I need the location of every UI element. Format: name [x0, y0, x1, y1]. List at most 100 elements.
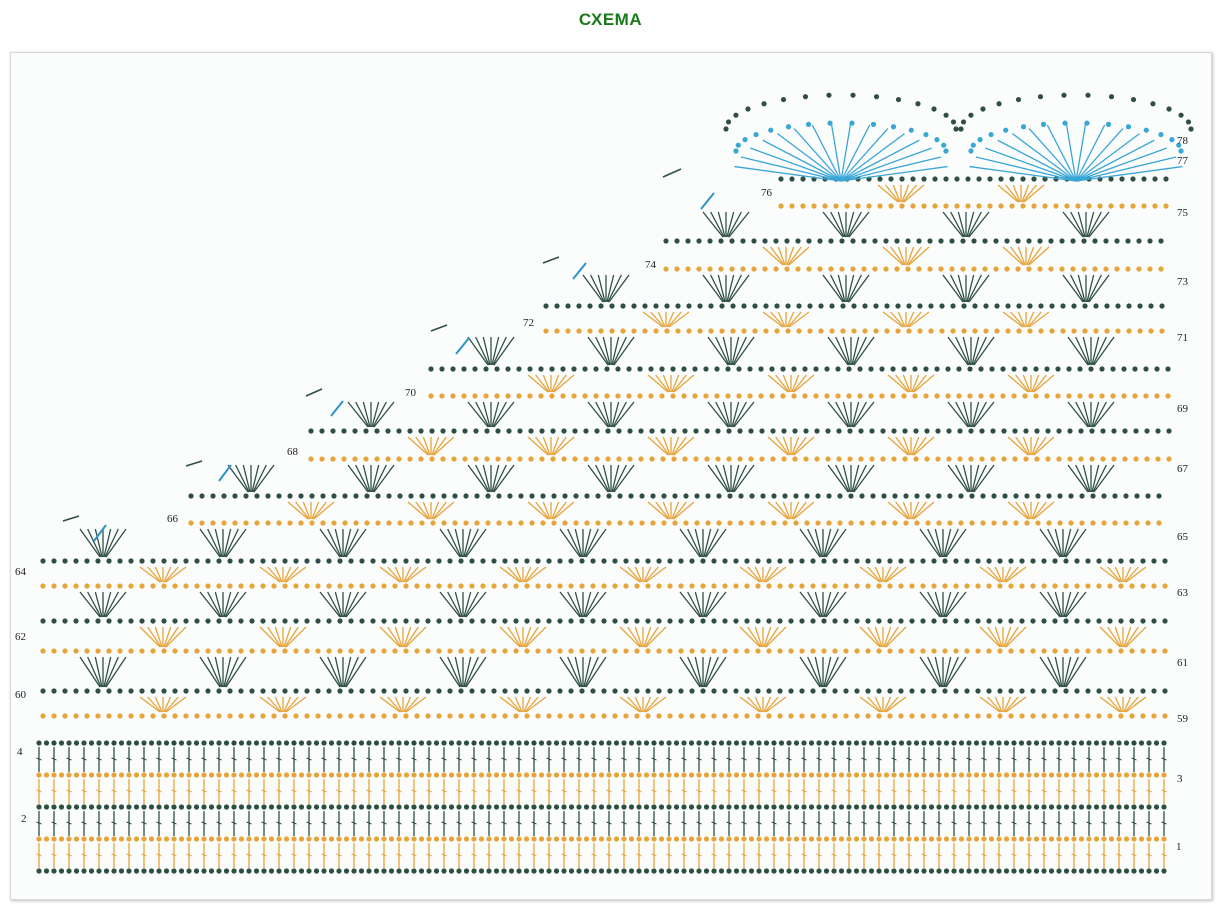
row-number-label: 65 [1177, 531, 1188, 543]
orange-fan-stitch [739, 696, 761, 713]
dark-fan-stitch [799, 656, 821, 688]
row-number-label: 4 [17, 746, 23, 758]
dark-fan-stitch [79, 656, 101, 688]
dark-fan-stitch [799, 528, 821, 558]
dark-fan-stitch [199, 656, 221, 688]
direction-arrow-icon [700, 192, 715, 210]
orange-fan-stitch [527, 501, 549, 520]
dark-fan-stitch [467, 401, 489, 428]
dark-fan-stitch [1062, 211, 1084, 238]
dark-fan-stitch [587, 401, 609, 428]
dark-fan-stitch [1039, 591, 1061, 618]
dark-fan-stitch [319, 528, 341, 558]
dark-fan-stitch [439, 528, 461, 558]
orange-fan-stitch [527, 436, 549, 456]
dark-fan-stitch [702, 211, 724, 238]
orange-fan-stitch [499, 626, 521, 648]
dark-fan-stitch [559, 591, 581, 618]
dark-fan-stitch [947, 401, 969, 428]
dark-fan-stitch [947, 336, 969, 366]
direction-arrow-icon [185, 460, 203, 467]
row-number-label: 76 [761, 187, 772, 199]
orange-fan-stitch [882, 246, 904, 266]
dark-fan-stitch [1039, 528, 1061, 558]
dark-fan-stitch [79, 591, 101, 618]
direction-arrow-icon [572, 262, 587, 280]
orange-fan-stitch [1002, 246, 1024, 266]
dark-fan-stitch [439, 591, 461, 618]
direction-arrow-icon [455, 337, 470, 355]
orange-fan-stitch [259, 566, 281, 583]
dark-fan-stitch [827, 401, 849, 428]
page-title: СХЕМА [578, 10, 643, 29]
orange-fan-stitch [1007, 501, 1029, 520]
row-number-label: 66 [167, 513, 178, 525]
row-number-label: 72 [523, 317, 534, 329]
orange-fan-stitch [1002, 311, 1024, 328]
orange-fan-stitch [139, 566, 161, 583]
dark-fan-stitch [467, 336, 489, 366]
orange-fan-stitch [619, 626, 641, 648]
orange-fan-stitch [499, 566, 521, 583]
row-number-label: 69 [1177, 403, 1188, 415]
orange-fan-stitch [767, 436, 789, 456]
orange-fan-stitch [887, 501, 909, 520]
row-number-label: 3 [1177, 773, 1183, 785]
row-number-label: 61 [1177, 657, 1188, 669]
direction-arrow-icon [330, 400, 344, 417]
dark-fan-stitch [919, 591, 941, 618]
row-number-label: 63 [1177, 587, 1188, 599]
orange-fan-stitch [859, 696, 881, 713]
orange-fan-stitch [767, 501, 789, 520]
orange-fan-stitch [887, 374, 909, 393]
dark-fan-stitch [347, 464, 369, 493]
direction-arrow-icon [542, 256, 560, 264]
dark-fan-stitch [827, 464, 849, 493]
orange-fan-stitch [877, 184, 899, 203]
dark-fan-stitch [467, 464, 489, 493]
crochet-chart-svg [36, 92, 1194, 874]
dark-fan-stitch [1039, 656, 1061, 688]
dark-fan-stitch [679, 591, 701, 618]
orange-fan-stitch [979, 626, 1001, 648]
orange-fan-stitch [619, 696, 641, 713]
orange-fan-stitch [767, 374, 789, 393]
direction-arrow-icon [662, 168, 682, 178]
dark-fan-stitch [1067, 401, 1089, 428]
orange-fan-stitch [642, 311, 664, 328]
dark-fan-stitch [1067, 336, 1089, 366]
dark-fan-stitch [559, 528, 581, 558]
dark-fan-stitch [822, 274, 844, 303]
dark-fan-stitch [1062, 274, 1084, 303]
direction-arrow-icon [430, 324, 448, 332]
row-number-label: 60 [15, 689, 26, 701]
orange-fan-stitch [997, 184, 1019, 203]
orange-fan-stitch [259, 696, 281, 713]
row-number-label: 1 [1176, 841, 1182, 853]
orange-fan-stitch [979, 696, 1001, 713]
dark-fan-stitch [707, 401, 729, 428]
row-number-label: 2 [21, 813, 27, 825]
direction-arrow-icon [218, 464, 232, 482]
orange-fan-stitch [887, 436, 909, 456]
dark-fan-stitch [347, 401, 369, 428]
dark-fan-stitch [799, 591, 821, 618]
dark-fan-stitch [582, 274, 604, 303]
orange-fan-stitch [859, 566, 881, 583]
orange-fan-stitch [762, 246, 784, 266]
dark-fan-stitch [942, 211, 964, 238]
orange-fan-stitch [407, 501, 429, 520]
orange-fan-stitch [1007, 436, 1029, 456]
orange-fan-stitch [739, 566, 761, 583]
row-number-label: 74 [645, 259, 656, 271]
dark-fan-stitch [919, 528, 941, 558]
dark-fan-stitch [199, 591, 221, 618]
direction-arrow-icon [305, 388, 323, 397]
row-number-label: 75 [1177, 207, 1188, 219]
dark-fan-stitch [319, 591, 341, 618]
dark-fan-stitch [79, 528, 101, 558]
row-number-label: 62 [15, 631, 26, 643]
orange-fan-stitch [379, 626, 401, 648]
orange-fan-stitch [1099, 566, 1121, 583]
